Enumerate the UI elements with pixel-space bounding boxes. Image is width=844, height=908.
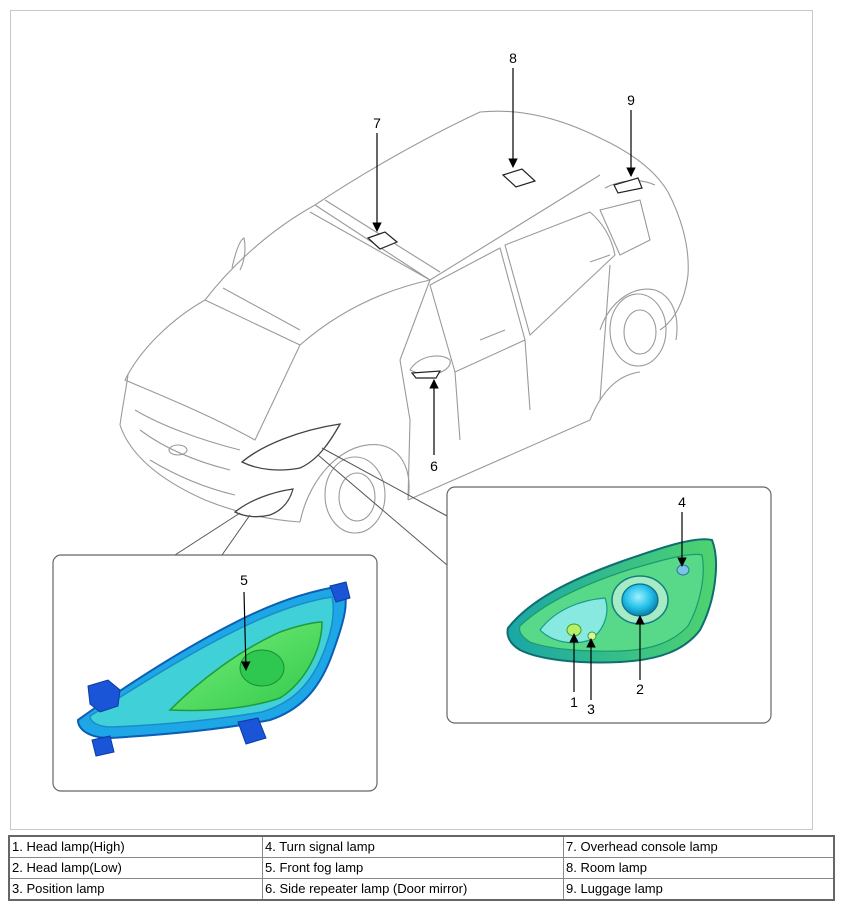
legend-item-3: 3. Position lamp: [8, 878, 263, 901]
room-lamp-mark: [501, 168, 537, 188]
callout-3: 3: [587, 701, 595, 717]
legend-item-8: 8. Room lamp: [563, 857, 835, 879]
legend-item-7: 7. Overhead console lamp: [563, 835, 835, 858]
side-repeater-lamp-mark: [410, 370, 442, 379]
legend-row: 1. Head lamp(High) 4. Turn signal lamp 7…: [8, 835, 835, 858]
legend-item-2: 2. Head lamp(Low): [8, 857, 263, 879]
overhead-console-lamp-mark: [366, 231, 399, 250]
detail-leader-lines: [174, 447, 448, 566]
legend-item-9: 9. Luggage lamp: [563, 878, 835, 901]
callout-6: 6: [430, 458, 438, 474]
callout-7: 7: [373, 115, 381, 131]
lamp-location-diagram: 7 8 9 6 5: [52, 50, 772, 792]
callout-arrow-5: [240, 591, 251, 671]
callout-8: 8: [509, 50, 517, 66]
fog-lamp-outline: [233, 488, 294, 518]
legend-item-5: 5. Front fog lamp: [262, 857, 564, 879]
car-outline: [119, 110, 689, 534]
luggage-lamp-mark: [613, 177, 643, 194]
legend-table: 1. Head lamp(High) 4. Turn signal lamp 7…: [8, 835, 835, 901]
legend-item-4: 4. Turn signal lamp: [262, 835, 564, 858]
callout-2: 2: [636, 681, 644, 697]
legend-row: 2. Head lamp(Low) 5. Front fog lamp 8. R…: [8, 857, 835, 879]
figure-frame: [10, 10, 813, 830]
callout-1: 1: [570, 694, 578, 710]
callout-9: 9: [627, 92, 635, 108]
headlamp-outline: [240, 423, 342, 471]
callout-4: 4: [678, 494, 686, 510]
legend-item-1: 1. Head lamp(High): [8, 835, 263, 858]
head-lamp-illustration: [506, 538, 717, 664]
legend-row: 3. Position lamp 6. Side repeater lamp (…: [8, 878, 835, 901]
legend-item-6: 6. Side repeater lamp (Door mirror): [262, 878, 564, 901]
callout-5: 5: [240, 572, 248, 588]
